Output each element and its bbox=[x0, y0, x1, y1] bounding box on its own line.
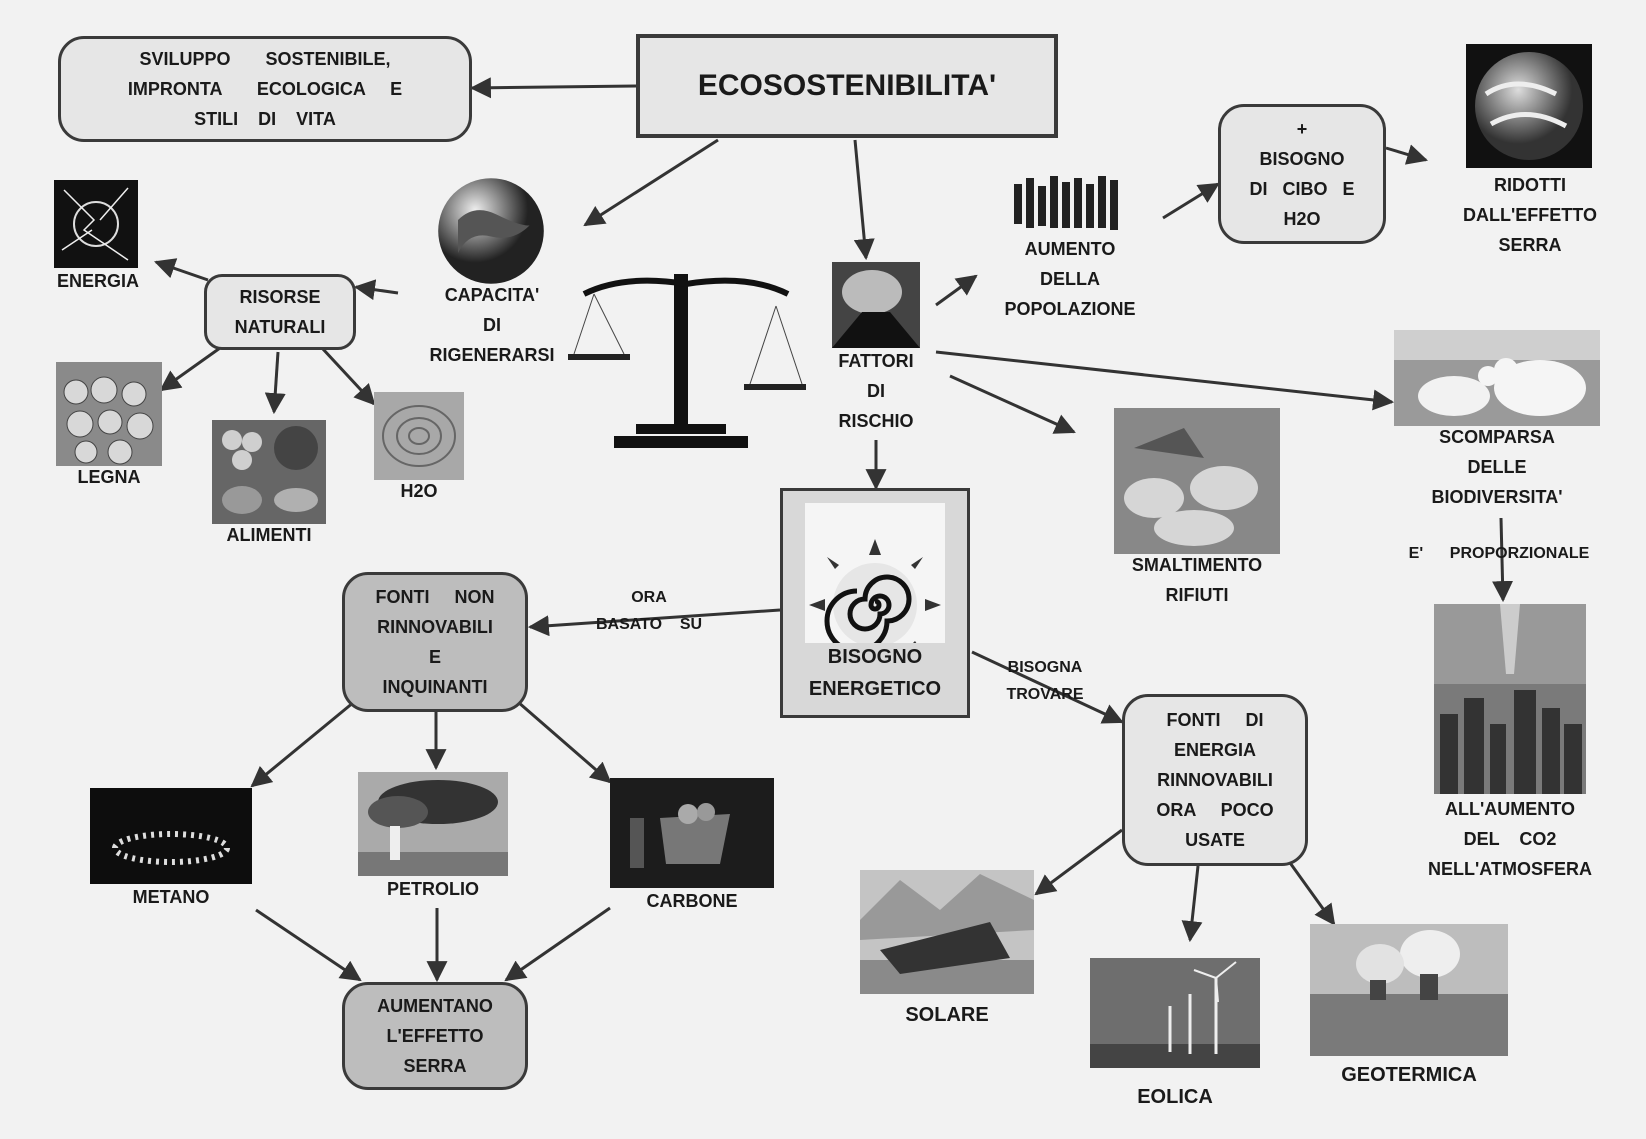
bisogna-trovare-label: BISOGNA TROVARE bbox=[1006, 659, 1084, 703]
globe-icon bbox=[436, 176, 546, 286]
waste-icon bbox=[1114, 408, 1280, 554]
eolica-label: EOLICA bbox=[1137, 1086, 1213, 1108]
bisogno-energetico-label: BISOGNO ENERGETICO bbox=[808, 646, 942, 700]
fonti-non-rinnovabili-label: FONTI NON RINNOVABILI E INQUINANTI bbox=[375, 587, 495, 697]
risorse-label: RISORSE NATURALI bbox=[234, 287, 326, 337]
polar-bears-icon bbox=[1394, 330, 1600, 426]
food-icon bbox=[212, 420, 326, 524]
arrow-title-globe bbox=[583, 138, 719, 227]
arrow-nonrinnovabili-metano bbox=[250, 700, 355, 788]
gas-flame-icon bbox=[90, 788, 252, 884]
arrow-metano-aumentano bbox=[255, 908, 362, 982]
sun-spiral-icon bbox=[805, 503, 945, 643]
arrow-risorse-h2o bbox=[320, 346, 376, 406]
legna-label: LEGNA bbox=[77, 467, 141, 487]
petrolio-label: PETROLIO bbox=[386, 879, 479, 899]
fattori-label: FATTORI DI RISCHIO bbox=[838, 351, 914, 431]
coal-mine-icon bbox=[610, 778, 774, 888]
bisogno-cibo-label: + BISOGNO DI CIBO E H2O bbox=[1249, 119, 1355, 229]
arrow-cibo-ridotti bbox=[1385, 144, 1429, 165]
ridotti-label: RIDOTTI DALL'EFFETTO SERRA bbox=[1463, 175, 1597, 255]
geothermal-icon bbox=[1310, 924, 1508, 1056]
popolazione-label: AUMENTO DELLA POPOLAZIONE bbox=[1004, 239, 1136, 319]
solar-panel-icon bbox=[860, 870, 1034, 994]
crowd-icon bbox=[1010, 168, 1128, 234]
aumentano-box: AUMENTANO L'EFFETTO SERRA bbox=[342, 982, 528, 1090]
risorse-box: RISORSE NATURALI bbox=[204, 274, 356, 350]
energia-label: ENERGIA bbox=[56, 271, 139, 291]
arrow-rinnovabili-solare bbox=[1034, 828, 1123, 896]
arrow-carbone-aumentano bbox=[504, 906, 611, 982]
oil-smoke-icon bbox=[358, 772, 508, 876]
arrow-popolazione-cibo bbox=[1162, 182, 1220, 220]
scomparsa-label: SCOMPARSA DELLE BIODIVERSITA' bbox=[1431, 427, 1563, 507]
smaltimento-label: SMALTIMENTO RIFIUTI bbox=[1131, 555, 1263, 605]
arrow-energetico-rinnovabili bbox=[971, 650, 1124, 724]
alimenti-label: ALIMENTI bbox=[226, 525, 312, 545]
bisogno-cibo-box: + BISOGNO DI CIBO E H2O bbox=[1218, 104, 1386, 244]
arrow-fattori-popolazione bbox=[935, 274, 978, 307]
title-box: ECOSOSTENIBILITA' bbox=[636, 34, 1058, 138]
ora-basato-label: ORA BASATO SU bbox=[595, 589, 703, 633]
lightning-icon bbox=[54, 180, 138, 268]
arrow-nonrinnovabili-carbone bbox=[517, 700, 612, 784]
water-icon bbox=[374, 392, 464, 480]
tornado-city-icon bbox=[1434, 604, 1586, 794]
arrow-title-fattori bbox=[853, 139, 875, 261]
arrow-rinnovabili-eolica bbox=[1181, 865, 1203, 943]
capacita-label: CAPACITA' DI RIGENERARSI bbox=[429, 285, 555, 365]
arrow-energetico-nonrinnovabili bbox=[527, 608, 781, 637]
co2-label: ALL'AUMENTO DEL CO2 NELL'ATMOSFERA bbox=[1428, 799, 1592, 879]
geotermica-label: GEOTERMICA bbox=[1341, 1064, 1477, 1086]
fonti-rinnovabili-box: FONTI DI ENERGIA RINNOVABILI ORA POCO US… bbox=[1122, 694, 1308, 866]
arrow-rinnovabili-geotermica bbox=[1286, 859, 1336, 926]
sviluppo-box: SVILUPPO SOSTENIBILE, IMPRONTA ECOLOGICA… bbox=[58, 36, 472, 142]
arrow-scomparsa-co2 bbox=[1492, 517, 1514, 603]
fonti-non-rinnovabili-box: FONTI NON RINNOVABILI E INQUINANTI bbox=[342, 572, 528, 712]
proporzionale-label: E' PROPORZIONALE bbox=[1408, 545, 1590, 562]
metano-label: METANO bbox=[132, 887, 210, 907]
arrow-risorse-legna bbox=[159, 346, 221, 392]
arrow-fattori-smaltimento bbox=[949, 374, 1076, 434]
arrow-capacita-risorse bbox=[353, 279, 399, 301]
arrow-risorse-energia bbox=[154, 258, 209, 282]
h2o-label: H2O bbox=[400, 481, 438, 501]
wind-turbine-icon bbox=[1090, 958, 1260, 1068]
arrow-risorse-alimenti bbox=[264, 351, 286, 415]
carbone-label: CARBONE bbox=[646, 891, 738, 911]
sviluppo-label: SVILUPPO SOSTENIBILE, IMPRONTA ECOLOGICA… bbox=[127, 49, 403, 129]
aumentano-label: AUMENTANO L'EFFETTO SERRA bbox=[377, 996, 493, 1076]
logs-icon bbox=[56, 362, 162, 466]
page-title: ECOSOSTENIBILITA' bbox=[697, 69, 997, 102]
solare-label: SOLARE bbox=[905, 1004, 989, 1026]
earth-clouds-icon bbox=[1466, 44, 1592, 168]
volcano-icon bbox=[832, 262, 920, 348]
scale-icon bbox=[564, 254, 808, 450]
arrow-fattori-scomparsa bbox=[935, 350, 1395, 411]
arrow-title-sviluppo bbox=[469, 77, 637, 99]
bisogno-energetico-box: BISOGNO ENERGETICO bbox=[780, 488, 970, 718]
fonti-rinnovabili-label: FONTI DI ENERGIA RINNOVABILI ORA POCO US… bbox=[1156, 710, 1274, 850]
